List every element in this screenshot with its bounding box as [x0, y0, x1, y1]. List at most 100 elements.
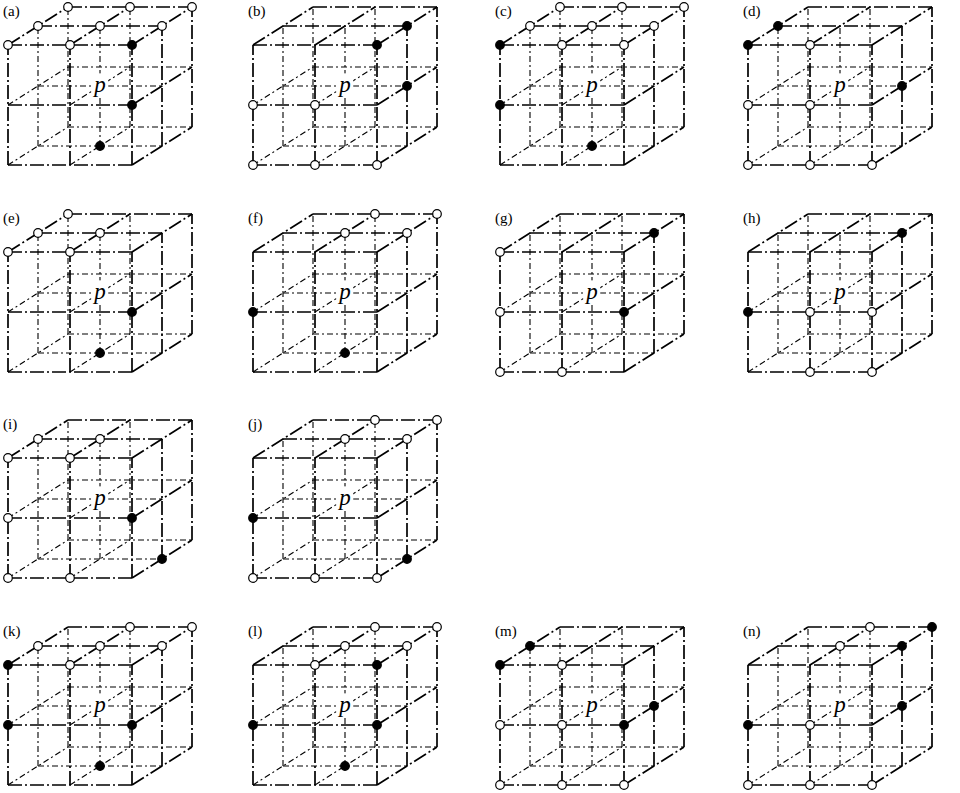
black-voxel — [158, 555, 167, 564]
center-point-label: p — [92, 693, 108, 716]
white-voxel — [311, 101, 320, 110]
lattice-cube — [249, 7, 437, 169]
white-voxel — [371, 623, 380, 632]
white-voxel — [496, 308, 505, 317]
lattice-line — [70, 747, 130, 785]
lattice-line — [191, 214, 193, 334]
white-voxel — [371, 210, 380, 219]
center-point-label: p — [584, 73, 600, 96]
lattice-line — [931, 7, 933, 127]
lattice-line — [436, 627, 438, 747]
lattice-line — [377, 214, 437, 252]
black-voxel — [249, 514, 258, 523]
lattice-cube — [249, 210, 442, 372]
lattice-cube — [4, 3, 197, 165]
white-voxel — [311, 574, 320, 583]
lattice-line — [436, 214, 438, 334]
center-point-label: p — [337, 280, 353, 303]
black-voxel — [898, 642, 907, 651]
black-voxel — [128, 721, 137, 730]
lattice-line — [778, 232, 902, 234]
lattice-line — [808, 213, 932, 215]
center-point-label: p — [337, 73, 353, 96]
lattice-line — [70, 67, 130, 105]
lattice-line — [377, 7, 437, 45]
white-voxel — [341, 229, 350, 238]
white-voxel — [650, 22, 659, 31]
white-voxel — [96, 435, 105, 444]
lattice-line — [377, 627, 437, 665]
black-voxel — [744, 308, 753, 317]
lattice-line — [872, 687, 932, 725]
lattice-line — [70, 334, 130, 372]
white-voxel — [403, 229, 412, 238]
lattice-line — [283, 25, 407, 27]
white-voxel — [866, 623, 875, 632]
lattice-line — [132, 480, 192, 518]
lattice-line — [377, 274, 437, 312]
center-point-label: p — [92, 73, 108, 96]
lattice-line — [315, 274, 375, 312]
white-voxel — [96, 642, 105, 651]
black-voxel — [4, 721, 13, 730]
center-point-label: p — [337, 693, 353, 716]
lattice-line — [132, 67, 192, 105]
lattice-line — [436, 420, 438, 540]
black-voxel — [898, 82, 907, 91]
lattice-line — [70, 127, 130, 165]
white-voxel — [620, 781, 629, 790]
white-voxel — [744, 161, 753, 170]
panel-label: (b) — [248, 4, 266, 19]
black-voxel — [898, 229, 907, 238]
panel-label: (k) — [3, 624, 21, 639]
white-voxel — [558, 41, 567, 50]
black-voxel — [744, 721, 753, 730]
center-point-label: p — [92, 280, 108, 303]
black-voxel — [373, 41, 382, 50]
lattice-line — [872, 274, 932, 312]
lattice-line — [132, 627, 192, 665]
black-voxel — [96, 142, 105, 151]
white-voxel — [126, 623, 135, 632]
white-voxel — [433, 210, 442, 219]
lattice-line — [377, 67, 437, 105]
lattice-line — [377, 420, 437, 458]
white-voxel — [496, 721, 505, 730]
white-voxel — [188, 623, 197, 632]
lattice-line — [132, 687, 192, 725]
white-voxel — [341, 435, 350, 444]
white-voxel — [496, 781, 505, 790]
white-voxel — [556, 3, 565, 12]
white-voxel — [4, 574, 13, 583]
white-voxel — [620, 41, 629, 50]
lattice-line — [374, 7, 375, 127]
white-voxel — [371, 416, 380, 425]
lattice-cube — [744, 623, 937, 790]
white-voxel — [158, 642, 167, 651]
black-voxel — [341, 762, 350, 771]
lattice-line — [253, 44, 377, 46]
lattice-line — [253, 251, 377, 253]
lattice-line — [530, 232, 654, 234]
lattice-line — [621, 7, 622, 127]
panel-label: (j) — [248, 417, 262, 432]
white-voxel — [34, 22, 43, 31]
white-voxel — [64, 3, 73, 12]
panel-label: (d) — [743, 4, 761, 19]
black-voxel — [650, 702, 659, 711]
lattice-line — [374, 214, 375, 334]
black-voxel — [128, 308, 137, 317]
lattice-line — [530, 645, 654, 647]
white-voxel — [96, 22, 105, 31]
lattice-cube — [744, 7, 932, 169]
white-voxel — [806, 308, 815, 317]
center-point-label: p — [92, 486, 108, 509]
lattice-line — [560, 626, 684, 628]
white-voxel — [836, 642, 845, 651]
white-voxel — [526, 22, 535, 31]
lattice-line — [683, 214, 685, 334]
lattice-line — [70, 480, 130, 518]
lattice-line — [70, 687, 130, 725]
lattice-cube — [4, 420, 192, 582]
